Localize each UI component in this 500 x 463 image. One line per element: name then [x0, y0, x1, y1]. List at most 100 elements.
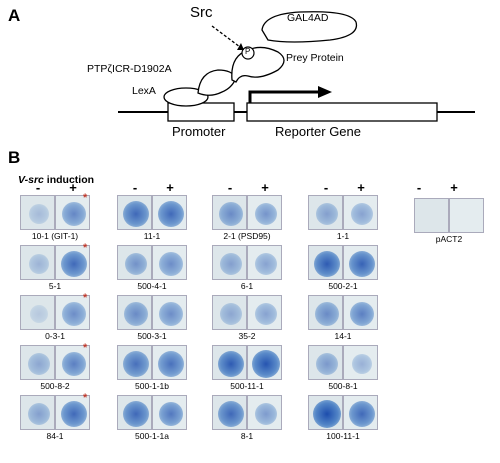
control-minus	[414, 198, 449, 233]
bait-shape	[197, 69, 237, 96]
colony-spot	[157, 200, 184, 227]
prey-label: Prey Protein	[286, 52, 344, 64]
clone-label: 6-1	[240, 281, 254, 291]
colony-minus	[117, 195, 152, 230]
colony-spot	[124, 252, 147, 275]
clone-label: 14-1	[334, 331, 352, 341]
colony-spot	[61, 301, 86, 326]
colony-minus	[212, 345, 247, 380]
panel-a-diagram	[118, 11, 475, 122]
plus-header: +	[166, 180, 174, 195]
colony-spot	[157, 350, 184, 377]
vsrc-italic: V-src	[18, 174, 44, 186]
colony-minus	[212, 195, 247, 230]
induction-label: V-src induction	[18, 174, 94, 186]
colony-spot	[254, 202, 277, 225]
colony-plus	[247, 395, 282, 430]
positive-star: *	[83, 192, 88, 204]
colony-plus	[343, 245, 378, 280]
colony-spot	[158, 401, 183, 426]
lexa-label: LexA	[132, 85, 156, 97]
src-label: Src	[190, 4, 213, 21]
plus-header: +	[450, 180, 458, 195]
clone-label: 1-1	[336, 231, 350, 241]
colony-plus	[343, 395, 378, 430]
reporter-label: Reporter Gene	[275, 124, 361, 139]
colony-minus	[308, 345, 343, 380]
transcription-arrowhead	[318, 86, 332, 98]
minus-header: -	[416, 180, 422, 195]
colony-spot	[348, 250, 375, 277]
colony-plus	[152, 345, 187, 380]
lexa-shape	[163, 87, 209, 107]
colony-spot	[254, 252, 277, 275]
colony-minus	[117, 295, 152, 330]
colony-spot	[61, 351, 86, 376]
plus-header: +	[261, 180, 269, 195]
colony-spot	[123, 301, 148, 326]
colony-plus	[55, 195, 90, 230]
clone-label: 500-11-1	[230, 381, 264, 391]
colony-spot	[158, 301, 183, 326]
colony-spot	[254, 302, 277, 325]
colony-plus	[152, 395, 187, 430]
colony-spot	[60, 400, 87, 427]
bait-label: PTPζICR-D1902A	[87, 63, 172, 75]
colony-spot	[217, 400, 244, 427]
colony-spot	[315, 352, 338, 375]
colony-plus	[343, 295, 378, 330]
colony-minus	[20, 195, 55, 230]
colony-plus	[247, 295, 282, 330]
colony-spot	[60, 250, 87, 277]
positive-star: *	[83, 242, 88, 254]
gal4ad-label: GAL4AD	[287, 12, 329, 24]
src-arrow	[211, 25, 241, 48]
colony-spot	[351, 353, 372, 374]
colony-spot	[349, 301, 374, 326]
colony-spot	[315, 202, 338, 225]
panel-a-letter: A	[8, 6, 21, 25]
positive-star: *	[83, 292, 88, 304]
colony-spot	[122, 400, 149, 427]
minus-header: -	[35, 180, 41, 195]
clone-label: 500-1-1a	[134, 431, 170, 441]
colony-spot	[158, 251, 183, 276]
clone-label: 35-2	[238, 331, 256, 341]
colony-plus	[343, 195, 378, 230]
phospho-circle	[241, 46, 255, 60]
panel-b-letter: B	[8, 148, 21, 167]
colony-plus	[55, 245, 90, 280]
clone-label: 500-3-1	[137, 331, 167, 341]
colony-spot	[28, 253, 49, 274]
colony-minus	[212, 295, 247, 330]
colony-spot	[122, 350, 149, 377]
prey-shape	[231, 46, 285, 83]
positive-star: *	[83, 342, 88, 354]
colony-minus	[212, 245, 247, 280]
minus-header: -	[227, 180, 233, 195]
colony-minus	[308, 295, 343, 330]
colony-minus	[212, 395, 247, 430]
gal4ad-shape	[261, 11, 358, 43]
colony-spot	[313, 250, 340, 277]
colony-spot	[219, 302, 242, 325]
clone-label: 11-1	[143, 231, 161, 241]
control-label: pACT2	[435, 234, 463, 244]
positive-star: *	[83, 392, 88, 404]
plus-header: +	[69, 180, 77, 195]
colony-plus	[247, 245, 282, 280]
colony-spot	[217, 350, 244, 377]
clone-label: 500-2-1	[328, 281, 358, 291]
colony-plus	[152, 195, 187, 230]
colony-spot	[219, 252, 242, 275]
colony-spot	[254, 402, 277, 425]
colony-minus	[20, 345, 55, 380]
clone-label: 500-8-1	[328, 381, 358, 391]
colony-spot	[29, 304, 48, 323]
clone-label: 2-1 (PSD95)	[223, 231, 271, 241]
colony-minus	[117, 245, 152, 280]
colony-plus	[343, 345, 378, 380]
clone-label: 0-3-1	[45, 331, 65, 341]
reporter-box	[246, 102, 438, 122]
minus-header: -	[132, 180, 138, 195]
